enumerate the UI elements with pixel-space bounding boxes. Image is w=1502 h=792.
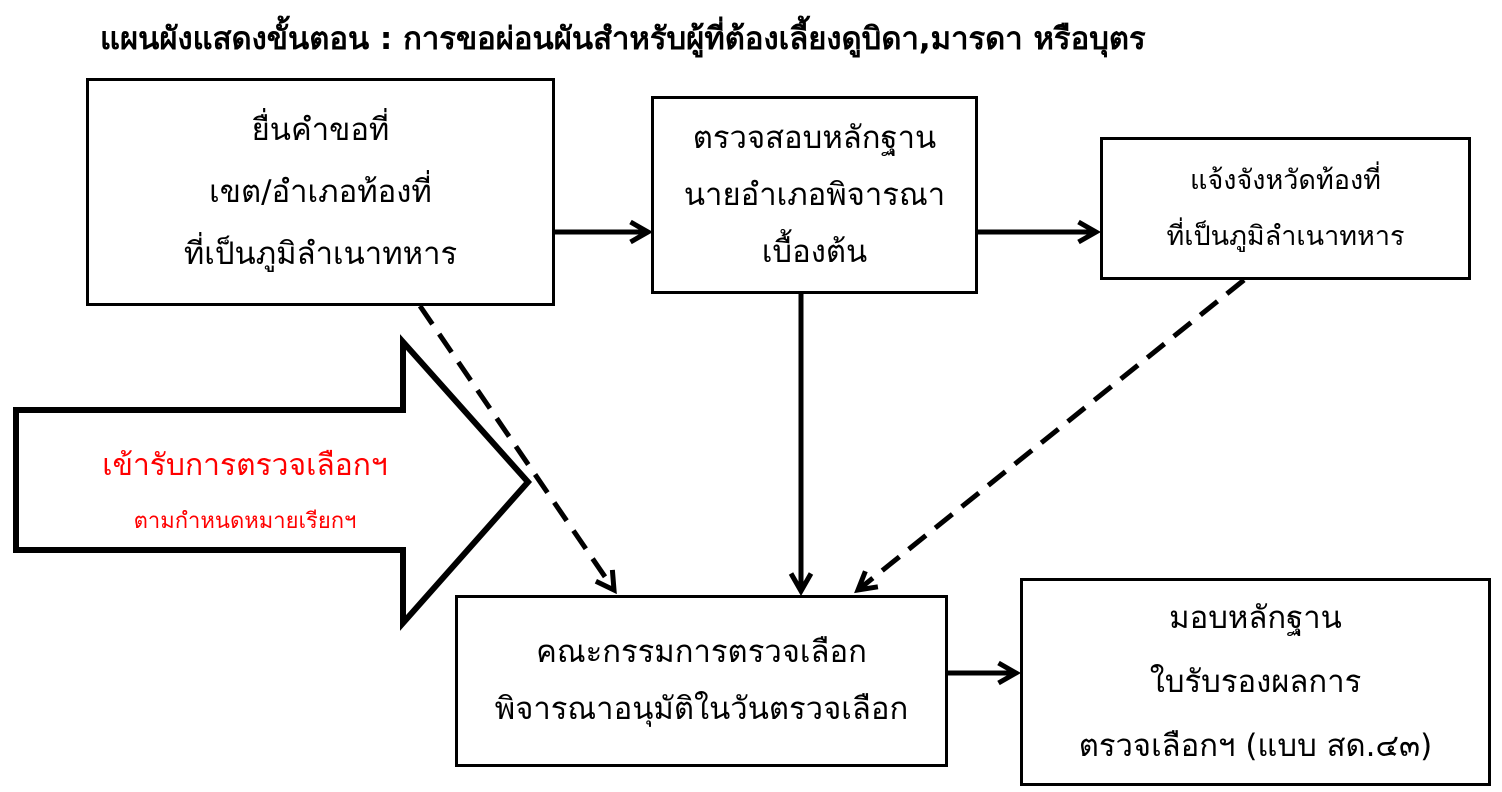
step-notify-line-1: แจ้งจังหวัดท้องที่ — [1190, 164, 1381, 196]
step-committee-line-2: พิจารณาอนุมัติในวันตรวจเลือก — [494, 691, 909, 727]
step-notify-line-2: ที่เป็นภูมิลำเนาทหาร — [1166, 220, 1405, 252]
step-submit-line-1: ยื่นคำขอที่ — [251, 112, 390, 148]
step-verify-line-1: ตรวจสอบหลักฐาน — [692, 119, 937, 156]
step-committee-line-1: คณะกรรมการตรวจเลือก — [536, 634, 867, 670]
step-certificate-line-3: ตรวจเลือกฯ (แบบ สด.๔๓) — [1078, 728, 1433, 764]
step-verify-line-3: เบื้องต้น — [761, 233, 868, 270]
step-notify-province-box: แจ้งจังหวัดท้องที่ ที่เป็นภูมิลำเนาทหาร — [1100, 137, 1471, 280]
step-certificate-line-2: ใบรับรองผลการ — [1149, 664, 1362, 700]
dashed-arrow-submit-to-committee — [417, 304, 617, 595]
big-arrow-label-line-1: เข้ารับการตรวจเลือกฯ — [102, 448, 388, 483]
big-arrow-label-line-2: ตามกำหนดหมายเรียกฯ — [133, 509, 357, 534]
step-verify-evidence-box: ตรวจสอบหลักฐาน นายอำเภอพิจารณา เบื้องต้น — [651, 96, 978, 294]
big-block-arrow — [13, 334, 533, 631]
step-verify-line-2: นายอำเภอพิจารณา — [683, 176, 946, 213]
step-certificate-line-1: มอบหลักฐาน — [1169, 600, 1342, 636]
dashed-arrow-notify-to-committee — [854, 278, 1246, 594]
big-arrow-label: เข้ารับการตรวจเลือกฯ ตามกำหนดหมายเรียกฯ — [20, 438, 470, 542]
step-issue-certificate-box: มอบหลักฐาน ใบรับรองผลการ ตรวจเลือกฯ (แบบ… — [1020, 578, 1491, 786]
page-title: แผนผังแสดงขั้นตอน : การขอผ่อนผันสำหรับผู… — [100, 21, 1146, 57]
step-submit-line-2: เขต/อำเภอท้องที่ — [209, 174, 432, 210]
step-submit-request-box: ยื่นคำขอที่ เขต/อำเภอท้องที่ ที่เป็นภูมิ… — [86, 78, 555, 306]
step-committee-approval-box: คณะกรรมการตรวจเลือก พิจารณาอนุมัติในวันต… — [455, 595, 948, 767]
step-submit-line-3: ที่เป็นภูมิลำเนาทหาร — [183, 236, 458, 272]
